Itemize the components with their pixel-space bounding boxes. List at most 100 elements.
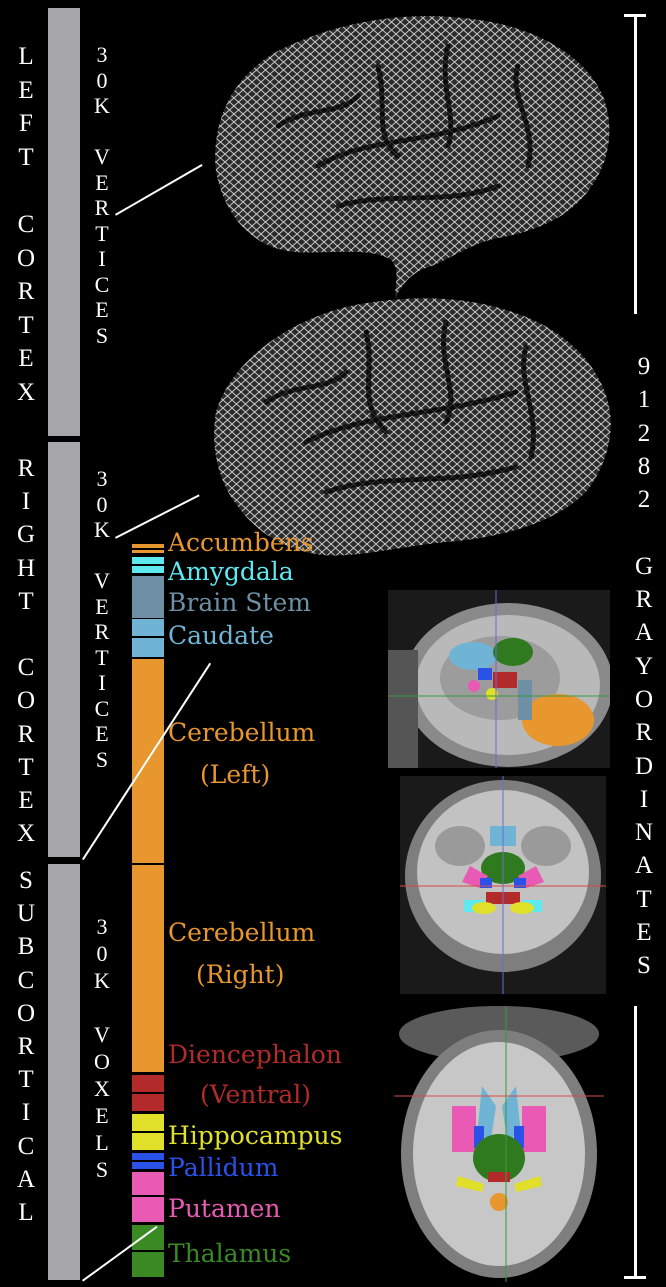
vertical-letter: C: [18, 968, 35, 993]
bracket-top-line: [634, 14, 637, 314]
vertical-letter: 8: [638, 454, 651, 479]
right-brain-surface-image: [196, 292, 616, 567]
putamen-label: Putamen: [168, 1196, 280, 1221]
bracket-bottom-cap: [624, 1276, 646, 1279]
pallidum-label: Pallidum: [168, 1155, 278, 1180]
left-cortex-bar: [48, 8, 80, 436]
vertical-letter: L: [95, 1132, 108, 1154]
vertical-letter: T: [18, 1067, 33, 1092]
vertical-letter: R: [95, 197, 110, 219]
word-gap: [23, 178, 29, 203]
vertical-letter: 3: [97, 916, 108, 938]
vertical-letter: E: [18, 78, 33, 103]
vertical-letter: 2: [638, 421, 651, 446]
pallidum-divider: [132, 1160, 164, 1162]
vertical-letter: T: [18, 145, 33, 170]
vertical-letter: 9: [638, 354, 651, 379]
vertical-letter: T: [95, 647, 108, 669]
vertical-letter: E: [95, 172, 108, 194]
sagittal-mri-image: [388, 590, 610, 768]
left-brain-surface-image: [198, 6, 618, 306]
vertical-letter: G: [635, 554, 653, 579]
cerebellum-right-sub-label: (Right): [196, 962, 284, 987]
vertical-letter: 0: [97, 943, 108, 965]
vertical-letter: 3: [97, 44, 108, 66]
diencephalon-label: Diencephalon: [168, 1042, 342, 1067]
vertical-letter: E: [18, 346, 33, 371]
caudate-divider: [132, 636, 164, 638]
vertical-letter: R: [636, 587, 653, 612]
vertical-letter: B: [18, 934, 35, 959]
vertical-letter: F: [19, 111, 33, 136]
vertical-letter: C: [18, 212, 35, 237]
vertical-letter: K: [94, 970, 110, 992]
vertical-letter: 1: [638, 387, 651, 412]
vertical-letter: A: [635, 853, 653, 878]
vertical-letter: A: [17, 1167, 35, 1192]
vertical-letter: O: [635, 687, 653, 712]
vertical-letter: E: [18, 788, 33, 813]
vertical-letter: 3: [97, 468, 108, 490]
vertical-letter: 0: [97, 70, 108, 92]
vertical-letter: I: [640, 787, 648, 812]
vertical-letter: S: [19, 868, 33, 893]
diencephalon-divider: [132, 1092, 164, 1094]
vertical-letter: C: [95, 274, 110, 296]
vertical-letter: C: [18, 655, 35, 680]
vertical-letter: E: [95, 1105, 108, 1127]
thalamus-label: Thalamus: [168, 1241, 291, 1266]
vertical-letter: S: [96, 325, 108, 347]
right-cortex-bar: [48, 442, 80, 858]
vertical-letter: T: [18, 313, 33, 338]
vertical-letter: X: [17, 380, 35, 405]
vertical-letter: O: [17, 1001, 35, 1026]
cerebellum-left-label: Cerebellum: [168, 720, 315, 745]
cerebellum-right-label: Cerebellum: [168, 920, 315, 945]
brain-stem-segment: [132, 576, 164, 618]
vertical-letter: I: [98, 672, 105, 694]
brain-stem-label: Brain Stem: [168, 590, 311, 615]
vertical-letter: X: [17, 821, 35, 846]
vertical-letter: R: [18, 456, 35, 481]
cerebellum-left-sub-label: (Left): [200, 762, 270, 787]
amygdala-divider: [132, 564, 164, 566]
vertical-letter: R: [18, 1034, 35, 1059]
vertical-letter: O: [17, 688, 35, 713]
thalamus-divider: [132, 1250, 164, 1252]
hippocampus-label: Hippocampus: [168, 1123, 342, 1148]
vertical-letter: R: [636, 720, 653, 745]
caudate-label: Caudate: [168, 623, 274, 648]
vertical-letter: T: [18, 589, 33, 614]
vertical-letter: K: [94, 95, 110, 117]
vertical-letter: V: [94, 570, 110, 592]
vertical-letter: S: [96, 749, 108, 771]
vertical-letter: V: [94, 146, 110, 168]
vertical-letter: O: [17, 246, 35, 271]
axial-mri-image: [394, 1006, 604, 1282]
diencephalon-sub-label: (Ventral): [200, 1082, 311, 1107]
vertical-letter: T: [18, 755, 33, 780]
accumbens-label: Accumbens: [168, 530, 314, 555]
vertical-letter: D: [635, 754, 653, 779]
vertical-letter: N: [635, 820, 653, 845]
bracket-bottom-line: [634, 1006, 637, 1279]
vertical-letter: R: [18, 279, 35, 304]
accumbens-segment-2: [132, 550, 164, 553]
vertical-letter: R: [95, 621, 110, 643]
vertical-letter: C: [18, 1134, 35, 1159]
vertical-letter: H: [17, 556, 35, 581]
cerebellum-right-segment: [132, 865, 164, 1072]
vertical-letter: L: [18, 1200, 33, 1225]
vertical-letter: C: [95, 698, 110, 720]
vertical-letter: V: [94, 1024, 110, 1046]
hippocampus-divider: [132, 1131, 164, 1133]
vertical-letter: T: [95, 223, 108, 245]
vertical-letter: 2: [638, 487, 651, 512]
vertical-letter: R: [18, 722, 35, 747]
